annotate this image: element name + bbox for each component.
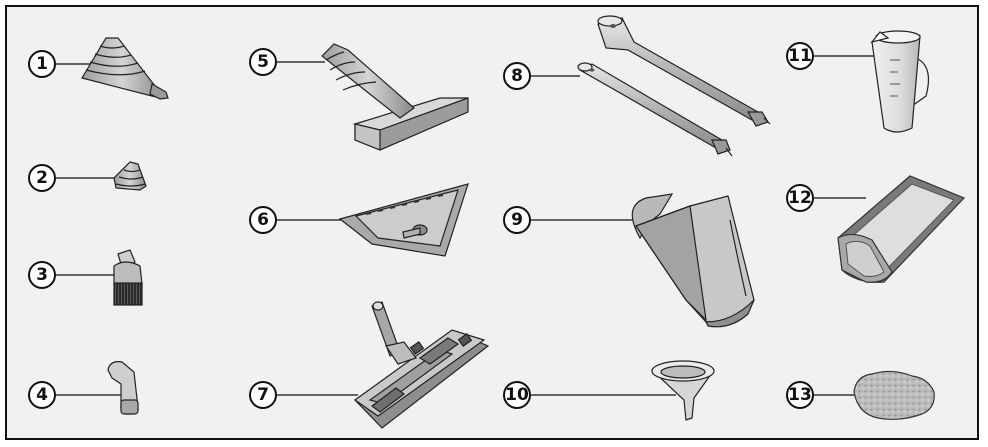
callout-circle <box>503 381 531 409</box>
callout-circle <box>249 48 277 76</box>
item-4: 4 <box>28 361 139 415</box>
callout-circle <box>503 62 531 90</box>
callout-circle <box>786 42 814 70</box>
callout-number: 12 <box>788 188 812 208</box>
floor-head-icon <box>353 301 490 429</box>
item-7: 7 <box>249 301 490 429</box>
item-10: 10 <box>503 360 715 421</box>
measuring-jug-icon <box>870 30 929 133</box>
callout-number: 2 <box>36 168 48 188</box>
funnel-icon <box>650 360 715 421</box>
cloth-holder-icon <box>338 183 469 257</box>
callout-circle <box>249 381 277 409</box>
item-11: 11 <box>786 30 929 133</box>
window-squeegee-icon <box>321 43 469 151</box>
item-13: 13 <box>786 370 935 420</box>
item-5: 5 <box>249 43 469 151</box>
callout-number: 6 <box>257 210 269 230</box>
diagram-frame <box>5 5 979 440</box>
callout-number: 9 <box>511 210 523 230</box>
item-1: 1 <box>28 37 169 100</box>
cloth-pad-icon <box>837 175 966 283</box>
callout-number: 1 <box>36 54 48 74</box>
callout-circle <box>28 164 56 192</box>
item-12: 12 <box>786 175 966 283</box>
callout-circle <box>786 184 814 212</box>
callout-circle <box>786 381 814 409</box>
sponge-icon <box>853 370 935 420</box>
callout-number: 10 <box>505 385 529 405</box>
round-brush-icon <box>113 249 143 306</box>
item-2: 2 <box>28 161 147 192</box>
callout-number: 5 <box>257 52 269 72</box>
callout-circle <box>28 381 56 409</box>
extension-tubes-icon <box>577 15 771 157</box>
cone-nozzle-icon <box>81 37 169 100</box>
callout-number: 4 <box>36 385 48 405</box>
callout-number: 13 <box>788 385 812 405</box>
cover-sock-icon <box>631 193 755 328</box>
callout-circle <box>28 50 56 78</box>
callout-circle <box>28 261 56 289</box>
item-9: 9 <box>503 193 755 328</box>
callout-number: 8 <box>511 66 523 86</box>
angled-nozzle-icon <box>107 361 139 415</box>
small-cone-nozzle-icon <box>113 161 147 191</box>
item-8: 8 <box>503 15 771 157</box>
callout-number: 11 <box>788 46 812 66</box>
callout-circle <box>249 206 277 234</box>
item-3: 3 <box>28 249 143 306</box>
callout-number: 3 <box>36 265 48 285</box>
callout-number: 7 <box>257 385 269 405</box>
callout-circle <box>503 206 531 234</box>
item-6: 6 <box>249 183 469 257</box>
